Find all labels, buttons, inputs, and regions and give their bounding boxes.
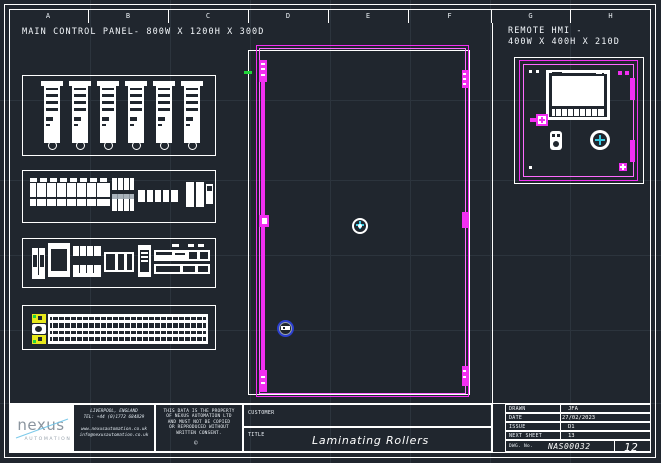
sheet-number-value: 12 [624,441,639,454]
sheet-divider [492,23,493,403]
customer-label: CUSTOMER [248,410,275,416]
column-label-b: B [89,9,169,23]
column-label-d: D [249,9,329,23]
main-panel-title: MAIN CONTROL PANEL- 800W X 1200H X 300D [22,27,265,37]
hmi-panel-title-line1: REMOTE HMI - [508,26,583,36]
field-label-date: DATE [509,415,523,421]
field-row-issue [505,422,651,431]
field-row-drawn [505,404,651,413]
field-value-date: 27/02/2023 [562,415,596,421]
property-notice-cell [155,404,243,452]
column-label-c: C [169,9,249,23]
field-value-issue: D1 [568,424,575,430]
property-notice: THIS DATA IS THE PROPERTY OF NEXUS AUTOM… [163,409,235,436]
terminal-row-group [22,305,216,350]
sheet-border-outer [4,4,656,458]
field-column-divider [560,404,561,440]
field-value-drawn: JFA [568,406,578,412]
customer-cell [243,404,492,427]
drawing-title-value: Laminating Rollers [312,434,430,447]
sheet-number-divider [614,440,615,452]
field-value-next-sheet: 13 [568,433,575,439]
grid-line [250,0,251,463]
field-label-issue: ISSUE [509,424,526,430]
grid-line [90,0,91,463]
title-block-divider [492,403,493,453]
dwg-number-label: DWG. No. [509,444,534,449]
grid-line [410,0,411,463]
grid-line [490,0,491,463]
grid-line [570,0,571,463]
grid-line [330,0,331,463]
column-label-band: A B C D E F G H [9,9,651,23]
grid-line [170,0,171,463]
drawing-title-label: TITLE [248,432,265,438]
field-label-drawn: DRAWN [509,406,526,412]
column-label-h: H [608,12,614,20]
svg-text:nexus: nexus [17,416,64,434]
drawing-title-cell [243,427,492,452]
plc-row-group [22,238,216,288]
field-label-next-sheet: NEXT SHEET [509,433,543,439]
svg-text:AUTOMATION: AUTOMATION [25,436,72,442]
copyright-icon: © [194,440,198,447]
field-row-date [505,413,651,422]
column-label-a: A [9,9,89,23]
breaker-row-group [22,170,216,223]
company-address-cell [73,404,155,452]
vfd-row-group [22,75,216,156]
earth-stud-marker [244,71,252,74]
field-row-next-sheet [505,431,651,440]
company-logo: nexus AUTOMATION [10,404,73,452]
company-address: LIVERPOOL, ENGLAND TEL: +44 (0)1772 6848… [79,409,149,438]
column-label-e: E [329,9,409,23]
column-label-f: F [409,9,492,23]
column-label-g: G [492,9,571,23]
dwg-number-value: NAS00032 [548,442,591,451]
hmi-panel-title-line2: 400W X 400H X 210D [508,37,620,47]
